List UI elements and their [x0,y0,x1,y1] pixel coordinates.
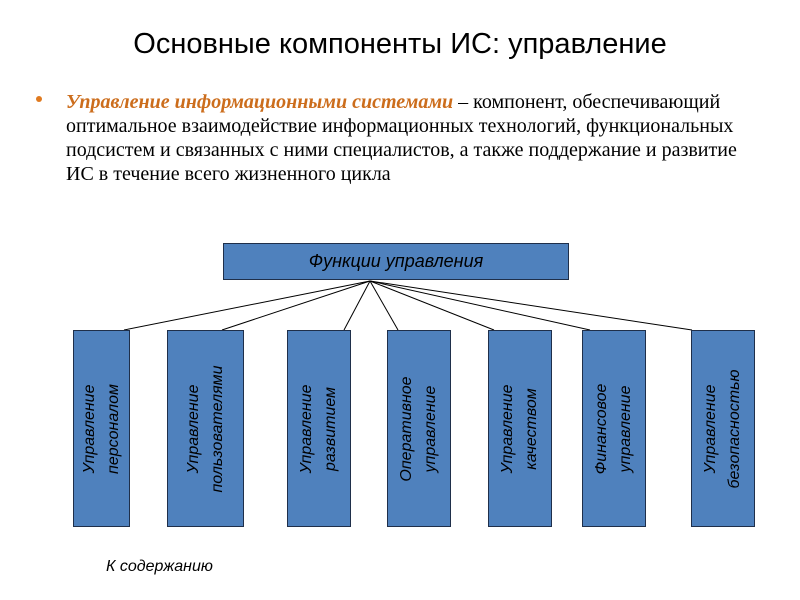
function-box-operational: Оперативное управление [387,330,451,527]
function-label: Оперативное управление [398,375,439,482]
function-label: Управление безопасностью [702,368,743,489]
function-box-development: Управление развитием [287,330,351,527]
function-box-finance: Финансовое управление [582,330,646,527]
connector-line [123,280,371,331]
bullet-text: Управление информационными системами – к… [66,90,756,186]
connector-line [369,280,495,331]
bullet-term: Управление информационными системами [66,91,454,113]
slide-title: Основные компоненты ИС: управление [133,28,667,60]
function-label: Управление пользователями [184,365,226,492]
connector-line [221,280,371,331]
connector-line [369,280,693,331]
definition-bullet: Управление информационными системами – к… [36,90,756,186]
connector-line [343,280,371,331]
function-box-security: Управление безопасностью [691,330,755,527]
root-function-box: Функции управления [223,243,569,280]
function-label: Управление персоналом [80,383,122,474]
function-label: Управление развитием [298,384,339,473]
contents-link[interactable]: К содержанию [106,558,213,575]
bullet-definition: – компонент, обеспечивающий оптимальное … [66,91,737,185]
connector-line [369,280,399,331]
bullet-dot-icon [36,96,42,102]
function-label: Управление качеством [499,384,540,473]
connector-line [369,280,591,331]
function-label: Финансовое управление [593,383,634,474]
function-box-users: Управление пользователями [167,330,244,527]
function-box-personnel: Управление персоналом [73,330,130,527]
function-box-quality: Управление качеством [488,330,552,527]
